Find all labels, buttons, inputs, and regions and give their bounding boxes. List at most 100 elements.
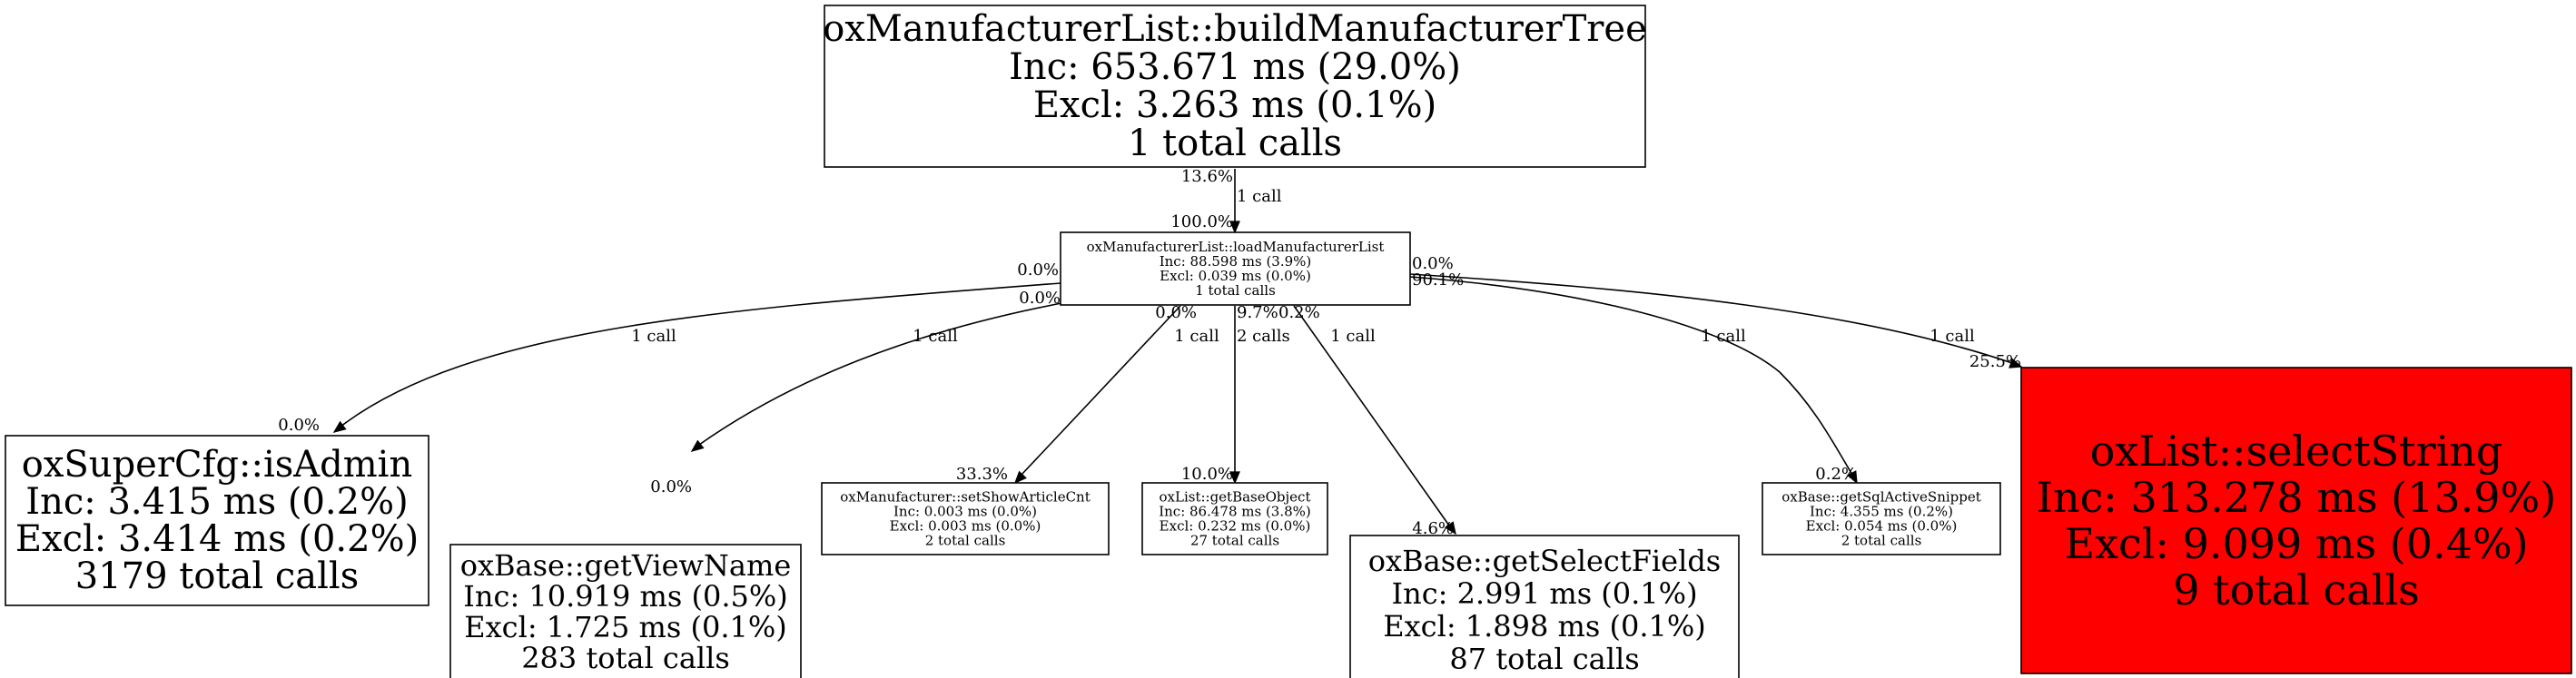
edge-line xyxy=(1293,305,1450,526)
node-call-count: 2 total calls xyxy=(1841,533,1922,549)
arrowhead-icon xyxy=(1229,471,1240,485)
edge-tail-percent: 13.6% xyxy=(1181,167,1233,186)
nodes-layer: oxManufacturerList::buildManufacturerTre… xyxy=(5,5,2572,678)
edge-load-isadmin: 1 call 0.0% 0.0% xyxy=(278,260,1061,435)
node-call-count: 1 total calls xyxy=(1195,282,1276,299)
node-title: oxManufacturer::setShowArticleCnt xyxy=(840,489,1091,506)
node-box xyxy=(1060,231,1411,306)
node-title: oxBase::getSqlActiveSnippet xyxy=(1781,489,1981,506)
arrowhead-icon xyxy=(2008,358,2023,368)
node-box xyxy=(821,482,1110,555)
node-title: oxList::selectString xyxy=(2090,427,2503,476)
edge-tail-percent: 90.1% xyxy=(1412,270,1464,290)
edge-head-percent: 0.0% xyxy=(650,477,692,496)
edge-call-label: 1 call xyxy=(1701,327,1746,346)
edge-call-label: 1 call xyxy=(1330,327,1376,346)
arrowhead-icon xyxy=(1444,521,1456,536)
node-box xyxy=(1349,535,1740,678)
node-call-count: 9 total calls xyxy=(2173,565,2420,614)
edge-load-select: 1 call 90.1% 25.5% xyxy=(1409,270,2023,371)
node-exclusive-time: Excl: 9.099 ms (0.4%) xyxy=(2064,519,2528,568)
edge-head-percent: 25.5% xyxy=(1969,352,2021,371)
edge-tail-percent: 9.7% xyxy=(1237,303,1278,322)
node-box xyxy=(1141,482,1328,555)
node-title: oxSuperCfg::isAdmin xyxy=(22,444,412,486)
edge-head-percent: 0.2% xyxy=(1815,465,1857,484)
edge-head-percent: 33.3% xyxy=(956,465,1008,484)
node-call-count: 2 total calls xyxy=(925,533,1006,549)
edge-tail-percent: 0.2% xyxy=(1278,303,1320,322)
node-exclusive-time: Excl: 0.054 ms (0.0%) xyxy=(1806,518,1958,535)
edge-load-snippet: 1 call 0.0% 0.2% xyxy=(1409,254,1858,485)
node-inclusive-time: Inc: 86.478 ms (3.8%) xyxy=(1159,504,1311,520)
edge-call-label: 1 call xyxy=(631,327,676,346)
edge-tail-percent: 0.0% xyxy=(1412,254,1454,273)
node-call-count: 27 total calls xyxy=(1190,533,1279,549)
node-box xyxy=(5,435,429,606)
node-inclusive-time: Inc: 653.671 ms (29.0%) xyxy=(1009,46,1461,88)
edge-tail-percent: 0.0% xyxy=(1155,303,1197,322)
node-inclusive-time: Inc: 88.598 ms (3.9%) xyxy=(1160,253,1312,270)
node-call-count: 3179 total calls xyxy=(75,555,359,597)
edge-call-label: 1 call xyxy=(913,327,958,346)
edge-load-selectfields: 1 call 0.2% 4.6% xyxy=(1278,303,1456,538)
node-title: oxManufacturerList::loadManufacturerList xyxy=(1087,239,1385,255)
node-build-manufacturer-tree[interactable]: oxManufacturerList::buildManufacturerTre… xyxy=(823,5,1647,168)
node-inclusive-time: Inc: 4.355 ms (0.2%) xyxy=(1810,504,1953,520)
node-box xyxy=(449,544,802,678)
edge-call-label: 1 call xyxy=(1930,327,1975,346)
arrowhead-icon xyxy=(690,439,705,452)
node-inclusive-time: Inc: 3.415 ms (0.2%) xyxy=(25,481,408,523)
node-load-manufacturer-list[interactable]: oxManufacturerList::loadManufacturerList… xyxy=(1060,231,1411,306)
node-exclusive-time: Excl: 3.263 ms (0.1%) xyxy=(1033,84,1436,126)
node-box xyxy=(2020,367,2572,674)
node-call-count: 283 total calls xyxy=(521,641,730,675)
edge-call-label: 2 calls xyxy=(1237,327,1290,346)
node-exclusive-time: Excl: 0.232 ms (0.0%) xyxy=(1160,518,1311,535)
node-inclusive-time: Inc: 10.919 ms (0.5%) xyxy=(463,579,787,614)
edge-head-percent: 0.0% xyxy=(278,416,320,435)
node-exclusive-time: Excl: 0.039 ms (0.0%) xyxy=(1160,268,1311,284)
node-inclusive-time: Inc: 2.991 ms (0.1%) xyxy=(1391,576,1697,611)
edge-head-percent: 4.6% xyxy=(1412,519,1454,538)
arrowhead-icon xyxy=(332,420,347,433)
edge-tail-percent: 0.0% xyxy=(1017,260,1059,280)
node-inclusive-time: Inc: 0.003 ms (0.0%) xyxy=(893,504,1037,520)
edge-tail-percent: 0.0% xyxy=(1019,289,1061,308)
edge-line xyxy=(1409,273,2013,364)
node-exclusive-time: Excl: 0.003 ms (0.0%) xyxy=(890,518,1041,535)
node-title: oxManufacturerList::buildManufacturerTre… xyxy=(823,8,1647,50)
edge-load-viewname: 1 call 0.0% 0.0% xyxy=(650,289,1077,496)
edge-head-percent: 100.0% xyxy=(1170,212,1233,231)
node-exclusive-time: Excl: 1.898 ms (0.1%) xyxy=(1383,609,1706,644)
edge-line xyxy=(1021,305,1181,476)
node-title: oxList::getBaseObject xyxy=(1160,489,1311,506)
node-call-count: 87 total calls xyxy=(1449,642,1639,676)
arrowhead-icon xyxy=(1013,470,1027,485)
edge-load-baseobj: 2 calls 9.7% 10.0% xyxy=(1181,303,1290,485)
edge-head-percent: 10.0% xyxy=(1181,465,1233,484)
edge-line xyxy=(698,300,1077,446)
node-title: oxBase::getSelectFields xyxy=(1368,544,1721,578)
arrowhead-icon xyxy=(1229,221,1240,234)
node-inclusive-time: Inc: 313.278 ms (13.9%) xyxy=(2037,473,2556,522)
edge-line xyxy=(1409,276,1853,476)
node-call-count: 1 total calls xyxy=(1128,123,1342,164)
node-box xyxy=(1762,482,2001,555)
node-exclusive-time: Excl: 1.725 ms (0.1%) xyxy=(464,610,787,644)
node-title: oxBase::getViewName xyxy=(460,548,792,583)
edge-call-label: 1 call xyxy=(1237,187,1282,206)
arrowhead-icon xyxy=(1846,470,1858,485)
edge-line xyxy=(340,282,1061,427)
node-box xyxy=(824,5,1646,168)
